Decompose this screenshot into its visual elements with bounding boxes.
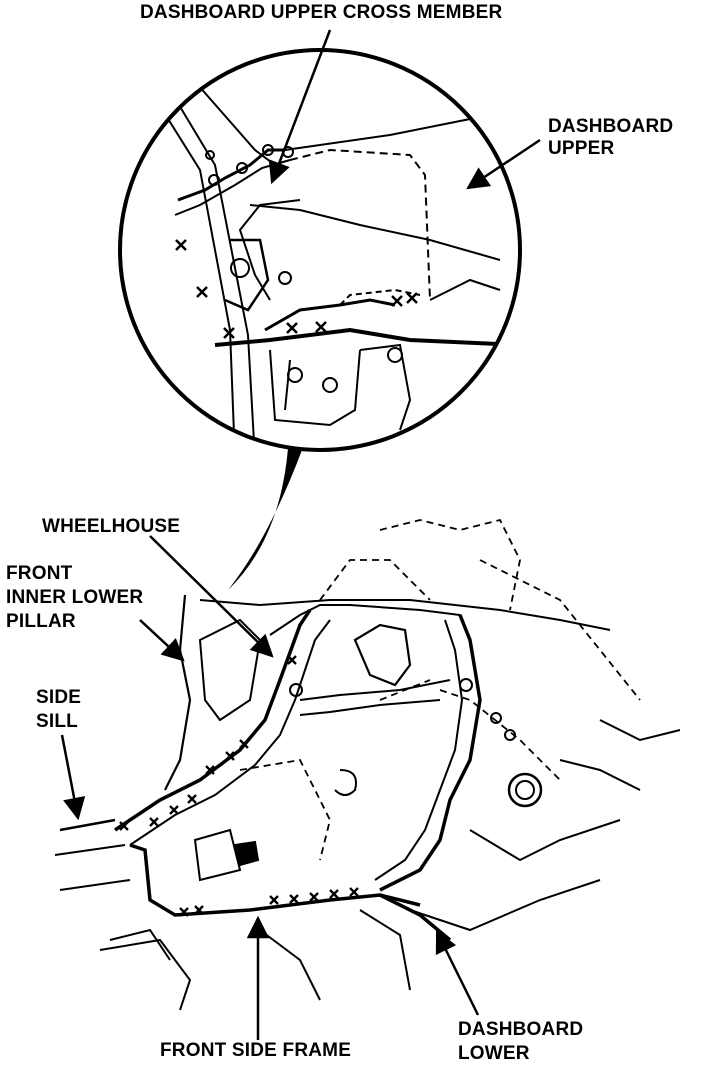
detail-connector [228, 448, 302, 590]
label-dashboard-upper-line2: UPPER [548, 138, 615, 159]
label-side-sill-line1: SIDE [36, 687, 82, 708]
label-dashboard-lower: DASHBOARD LOWER [458, 1018, 583, 1066]
label-wheelhouse: WHEELHOUSE [42, 516, 181, 537]
label-dashboard-lower-line1: DASHBOARD [458, 1019, 584, 1040]
label-pillar-line3: PILLAR [6, 611, 76, 632]
weld-marks-main [119, 655, 359, 917]
label-dashboard-upper: DASHBOARD UPPER [548, 116, 673, 160]
detail-magnified-view [118, 48, 522, 452]
arrow-front-inner-lower-pillar [139, 619, 185, 662]
label-pillar-line1: FRONT [6, 563, 73, 584]
label-dashboard-upper-cross-member: DASHBOARD UPPER CROSS MEMBER [140, 2, 503, 23]
label-side-sill-line2: SILL [36, 711, 78, 732]
label-dashboard-lower-line2: LOWER [458, 1043, 530, 1064]
label-pillar-line2: INNER LOWER [6, 587, 144, 608]
arrow-side-sill [60, 734, 86, 821]
weld-marks-detail [175, 239, 418, 339]
arrow-wheelhouse [149, 535, 274, 658]
arrow-dashboard-lower [435, 929, 480, 1016]
main-assembly-view [54, 518, 681, 1011]
label-dashboard-upper-line1: DASHBOARD [548, 116, 674, 137]
arrow-dashboard-upper [466, 138, 541, 190]
label-front-inner-lower-pillar: FRONT INNER LOWER PILLAR [6, 562, 143, 634]
label-side-sill: SIDE SILL [36, 686, 81, 734]
leader-arrows [60, 29, 541, 1040]
arrow-dashboard-upper-cross-member [268, 29, 332, 185]
label-front-side-frame: FRONT SIDE FRAME [160, 1040, 352, 1061]
